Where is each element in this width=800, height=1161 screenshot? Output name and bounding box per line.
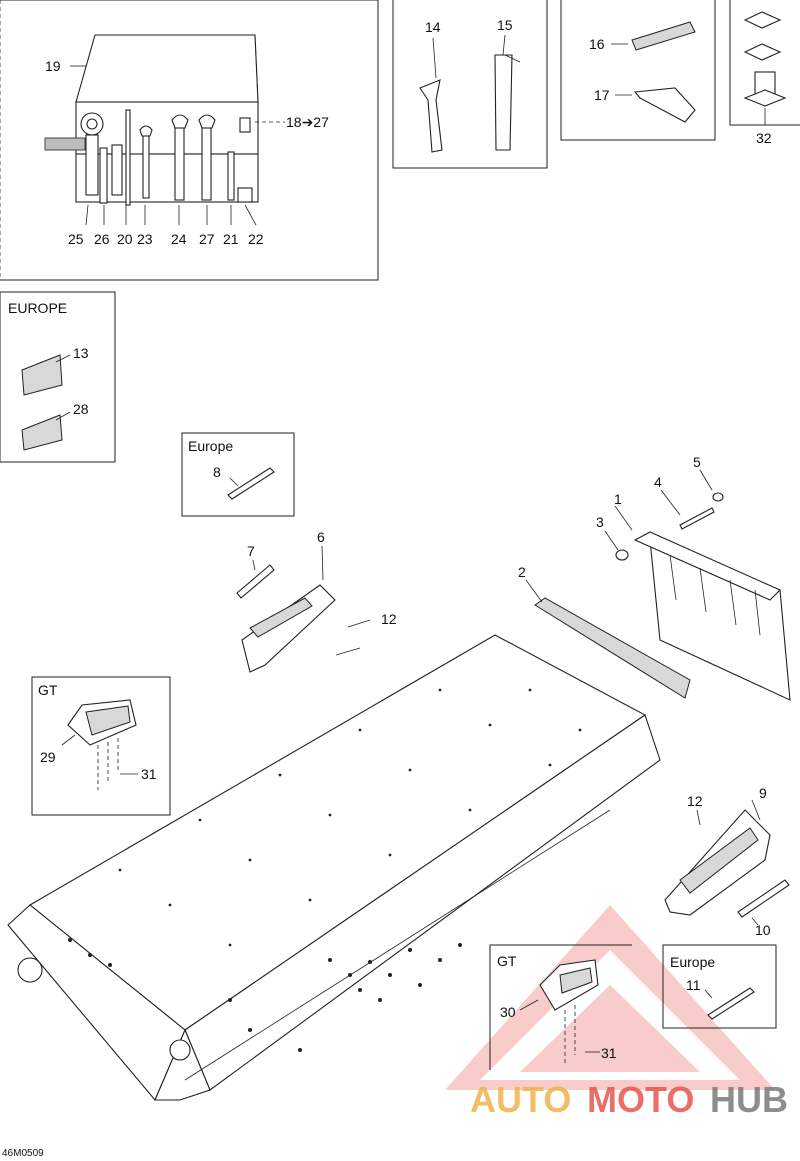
watermark-moto: MOTO [587, 1079, 694, 1120]
gt-title-29: GT [38, 682, 58, 698]
label-12-upper: 12 [381, 611, 397, 627]
label-26: 26 [94, 231, 110, 247]
label-6: 6 [317, 529, 325, 545]
label-11: 11 [686, 977, 701, 993]
gt-footpad-29-panel [31, 676, 171, 816]
label-13: 13 [73, 345, 89, 361]
label-23: 23 [137, 231, 153, 247]
label-10: 10 [755, 922, 771, 938]
europe-title-8: Europe [188, 438, 233, 454]
watermark-hub: HUB [710, 1079, 788, 1120]
label-1: 1 [614, 491, 622, 507]
watermark-logo [445, 905, 775, 1090]
label-27: 27 [199, 231, 215, 247]
label-20: 20 [117, 231, 133, 247]
label-21: 21 [223, 231, 239, 247]
label-25: 25 [68, 231, 84, 247]
label-30: 30 [500, 1004, 516, 1020]
label-31-lower: 31 [601, 1045, 617, 1061]
grommet-panel [729, 0, 800, 126]
label-2: 2 [518, 564, 526, 580]
label-24: 24 [171, 231, 187, 247]
tunnel-chassis [7, 634, 661, 1102]
watermark-auto: AUTO [470, 1079, 571, 1120]
label-9: 9 [759, 785, 767, 801]
europe-reflector-8-panel [181, 432, 295, 517]
europe-title-upper: EUROPE [8, 300, 67, 316]
label-32: 32 [756, 130, 772, 146]
europe-title-11: Europe [670, 954, 715, 970]
brackets-panel [392, 0, 548, 169]
label-31-upper: 31 [141, 766, 157, 782]
label-14: 14 [425, 19, 441, 35]
label-4: 4 [654, 474, 662, 490]
label-3: 3 [596, 514, 604, 530]
tunnel-holes [68, 688, 582, 1052]
gt-footpad-30-panel [489, 944, 632, 1070]
label-8: 8 [213, 464, 221, 480]
gt-title-30: GT [497, 953, 517, 969]
right-footrest-assembly [664, 799, 790, 926]
europe-reflector-11-panel [662, 944, 777, 1029]
label-22: 22 [248, 231, 264, 247]
snow-flap-assembly [525, 469, 791, 701]
label-17: 17 [594, 87, 610, 103]
label-18-27: 18➔27 [286, 114, 329, 130]
label-29: 29 [40, 749, 56, 765]
label-28: 28 [73, 401, 89, 417]
europe-reflector-panel [0, 291, 116, 463]
watermark-text: AUTO MOTO HUB [470, 1079, 788, 1120]
label-5: 5 [693, 454, 701, 470]
left-footrest-assembly [236, 545, 371, 673]
label-12-lower: 12 [687, 793, 703, 809]
label-15: 15 [497, 17, 513, 33]
tool-kit-panel [0, 0, 379, 281]
label-19: 19 [45, 58, 61, 74]
clips-panel [560, 0, 716, 141]
label-16: 16 [589, 36, 605, 52]
label-7: 7 [247, 543, 255, 559]
diagram-code: 46M0509 [2, 1148, 44, 1159]
